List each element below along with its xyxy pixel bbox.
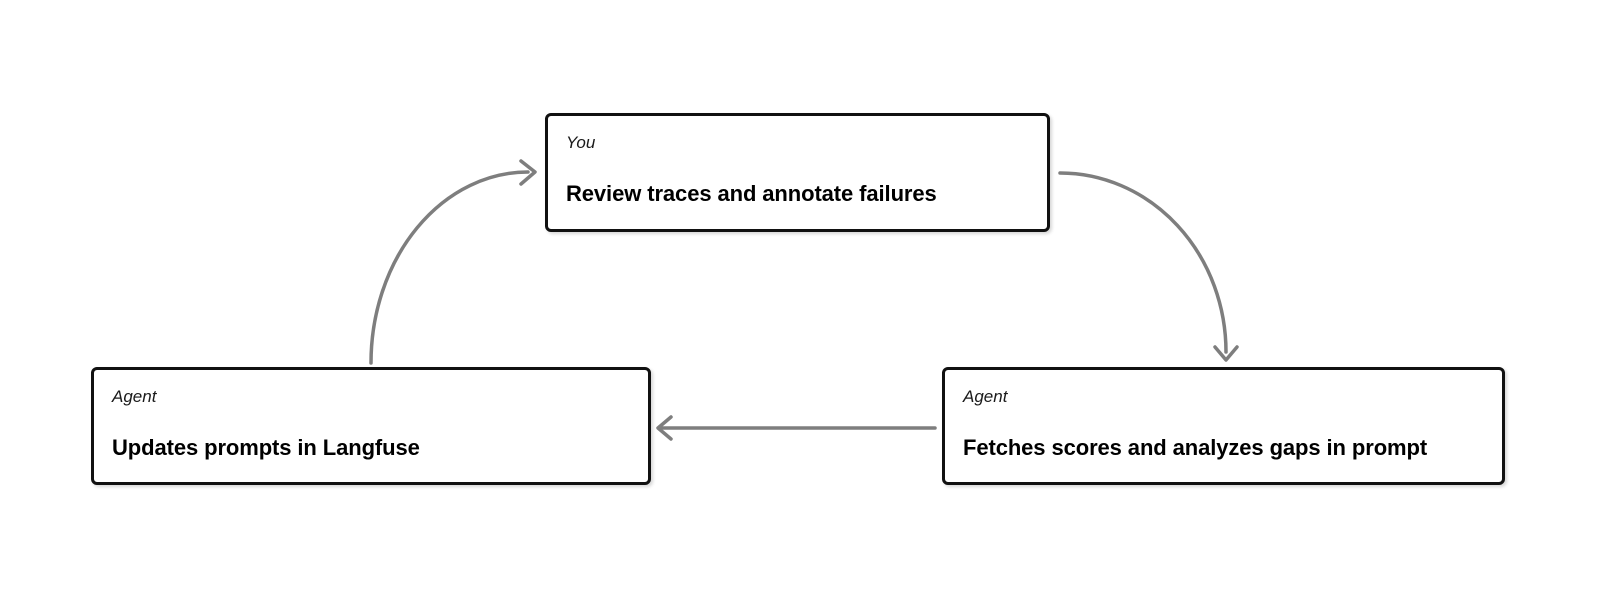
node-agent-updates-prompts: Agent Updates prompts in Langfuse — [91, 367, 651, 485]
arrowhead-down-icon — [1213, 345, 1239, 362]
node-you-review-traces: You Review traces and annotate failures — [545, 113, 1050, 232]
arrow-update-to-review — [369, 159, 537, 365]
arrow-fetch-to-update — [656, 415, 937, 441]
node-title: Fetches scores and analyzes gaps in prom… — [963, 435, 1428, 460]
arrowhead-right-icon — [519, 159, 537, 186]
arrow-review-to-fetch — [1058, 171, 1239, 362]
arrowhead-left-icon — [656, 415, 673, 441]
node-title: Review traces and annotate failures — [566, 181, 937, 206]
node-title: Updates prompts in Langfuse — [112, 435, 420, 460]
node-actor-label: Agent — [963, 387, 1008, 406]
node-agent-fetches-scores: Agent Fetches scores and analyzes gaps i… — [942, 367, 1505, 485]
node-actor-label: Agent — [112, 387, 157, 406]
node-actor-label: You — [566, 133, 596, 152]
